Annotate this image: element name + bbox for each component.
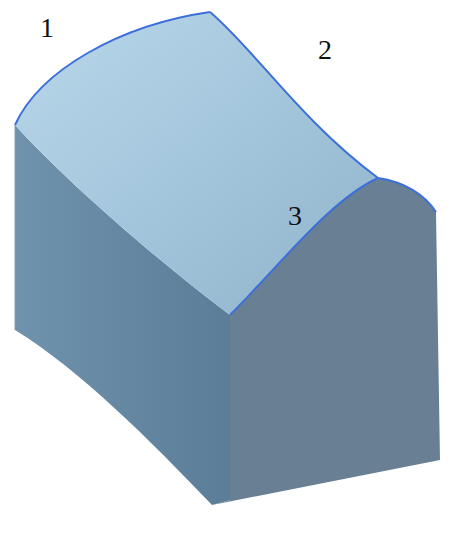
edge-line <box>15 125 16 330</box>
edge-curve <box>230 178 436 315</box>
edge-curve <box>210 12 378 178</box>
callout-number: 3 <box>288 202 302 230</box>
callout-number: 1 <box>40 14 54 42</box>
callout-number: 2 <box>318 36 332 64</box>
front-face <box>212 178 440 505</box>
edge-curve <box>15 12 210 125</box>
